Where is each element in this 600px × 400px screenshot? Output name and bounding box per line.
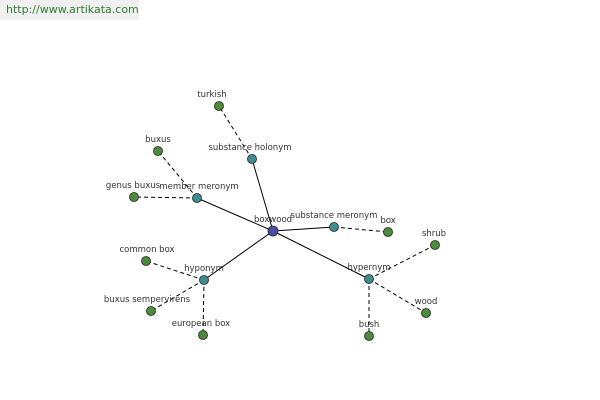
node-buxus-sempervirens[interactable]: buxus sempervirens	[104, 295, 191, 316]
node-marker-common-box[interactable]	[141, 256, 151, 266]
edges-layer	[133, 105, 436, 336]
node-boxwood[interactable]: boxwood	[254, 215, 292, 237]
node-label-substance-meronym: substance meronym	[291, 211, 378, 221]
edge-substance-meronym-to-box	[333, 226, 389, 233]
node-marker-hypernym[interactable]	[364, 274, 374, 284]
node-marker-box[interactable]	[383, 227, 393, 237]
node-hyponym[interactable]: hyponym	[184, 264, 224, 285]
edge-member-meronym-to-genus-buxus	[133, 196, 198, 199]
node-label-european-box: european box	[172, 319, 230, 329]
edge-hyponym-to-european-box	[202, 279, 205, 336]
node-marker-genus-buxus[interactable]	[129, 192, 139, 202]
node-label-hyponym: hyponym	[184, 264, 224, 274]
node-label-turkish: turkish	[197, 90, 226, 100]
node-marker-hyponym[interactable]	[199, 275, 209, 285]
node-marker-wood[interactable]	[421, 308, 431, 318]
node-bush[interactable]: bush	[359, 320, 380, 341]
node-european-box[interactable]: european box	[172, 319, 230, 340]
node-label-box: box	[380, 216, 395, 226]
node-label-boxwood: boxwood	[254, 215, 292, 225]
node-marker-substance-meronym[interactable]	[329, 222, 339, 232]
node-label-buxus-sempervirens: buxus sempervirens	[104, 295, 191, 305]
source-url-banner[interactable]: http://www.artikata.com	[0, 0, 139, 20]
node-substance-meronym[interactable]: substance meronym	[291, 211, 378, 232]
edge-substance-holonym-to-turkish	[218, 105, 253, 160]
node-turkish[interactable]: turkish	[197, 90, 227, 111]
node-label-shrub: shrub	[422, 229, 446, 239]
node-marker-shrub[interactable]	[430, 240, 440, 250]
node-label-member-meronym: member meronym	[159, 182, 238, 192]
edge-member-meronym-to-buxus	[157, 150, 198, 199]
edge-boxwood-to-substance-holonym	[251, 158, 274, 232]
node-common-box[interactable]: common box	[119, 245, 175, 266]
node-marker-european-box[interactable]	[198, 330, 208, 340]
edge-boxwood-to-hypernym	[272, 230, 370, 280]
node-box[interactable]: box	[380, 216, 396, 237]
node-shrub[interactable]: shrub	[422, 229, 446, 250]
node-hypernym[interactable]: hypernym	[347, 263, 391, 284]
node-label-bush: bush	[359, 320, 380, 330]
edge-hyponym-to-buxus-sempervirens	[150, 279, 205, 312]
edge-hypernym-to-wood	[368, 278, 427, 314]
node-marker-buxus-sempervirens[interactable]	[146, 306, 156, 316]
node-label-substance-holonym: substance holonym	[208, 143, 291, 153]
node-member-meronym[interactable]: member meronym	[159, 182, 239, 203]
node-label-hypernym: hypernym	[347, 263, 390, 273]
node-buxus[interactable]: buxus	[145, 135, 171, 156]
edge-hyponym-to-common-box	[145, 260, 205, 281]
node-genus-buxus[interactable]: genus buxus	[106, 181, 161, 202]
node-marker-buxus[interactable]	[153, 146, 163, 156]
node-label-common-box: common box	[119, 245, 174, 255]
edge-boxwood-to-hyponym	[203, 230, 274, 281]
node-wood[interactable]: wood	[415, 297, 438, 318]
edge-boxwood-to-substance-meronym	[272, 226, 335, 232]
node-label-genus-buxus: genus buxus	[106, 181, 161, 191]
node-marker-turkish[interactable]	[214, 101, 224, 111]
node-label-buxus: buxus	[145, 135, 171, 145]
node-substance-holonym[interactable]: substance holonym	[208, 143, 292, 164]
node-marker-boxwood[interactable]	[267, 225, 279, 237]
edge-hypernym-to-shrub	[368, 244, 436, 280]
edge-boxwood-to-member-meronym	[196, 197, 274, 232]
node-marker-member-meronym[interactable]	[192, 193, 202, 203]
node-label-wood: wood	[415, 297, 438, 307]
node-marker-substance-holonym[interactable]	[247, 154, 257, 164]
node-marker-bush[interactable]	[364, 331, 374, 341]
